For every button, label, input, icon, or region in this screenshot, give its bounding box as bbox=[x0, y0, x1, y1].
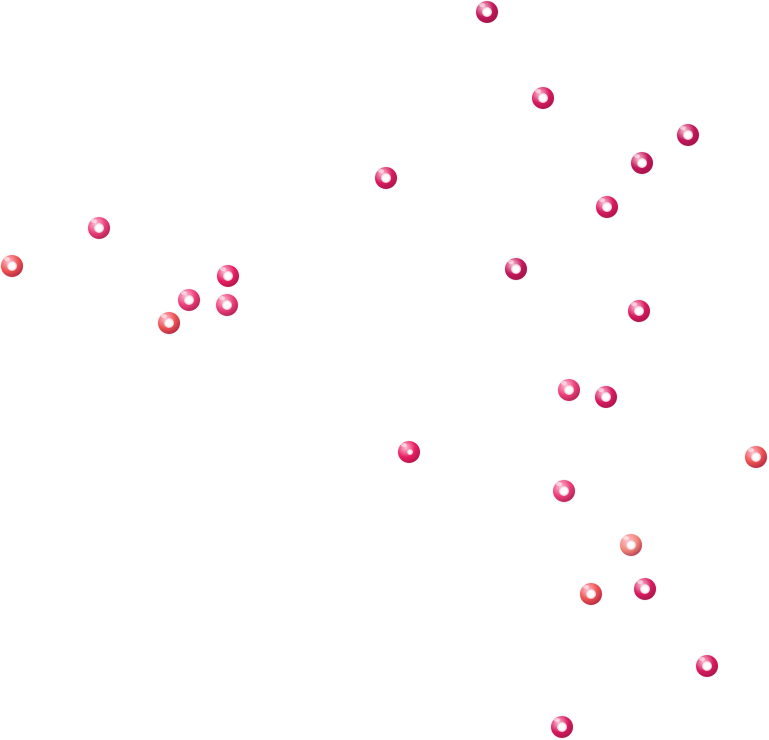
bead-3 bbox=[677, 124, 699, 146]
bead-2 bbox=[532, 87, 554, 109]
bead-18 bbox=[745, 446, 767, 468]
bead-17 bbox=[398, 441, 420, 463]
bead-9 bbox=[1, 255, 23, 277]
bead-5 bbox=[375, 167, 397, 189]
bead-21 bbox=[634, 578, 656, 600]
bead-7 bbox=[88, 217, 110, 239]
bead-19 bbox=[553, 480, 575, 502]
bead-23 bbox=[696, 655, 718, 677]
bead-10 bbox=[217, 265, 239, 287]
bead-4 bbox=[631, 152, 653, 174]
bead-24 bbox=[551, 716, 573, 738]
bead-14 bbox=[628, 300, 650, 322]
bead-8 bbox=[505, 258, 527, 280]
bead-12 bbox=[216, 294, 238, 316]
bead-15 bbox=[558, 379, 580, 401]
bead-1 bbox=[476, 1, 498, 23]
bead-11 bbox=[178, 289, 200, 311]
bead-13 bbox=[158, 312, 180, 334]
bead-16 bbox=[595, 386, 617, 408]
bead-20 bbox=[620, 534, 642, 556]
bead-6 bbox=[596, 196, 618, 218]
bead-22 bbox=[580, 583, 602, 605]
